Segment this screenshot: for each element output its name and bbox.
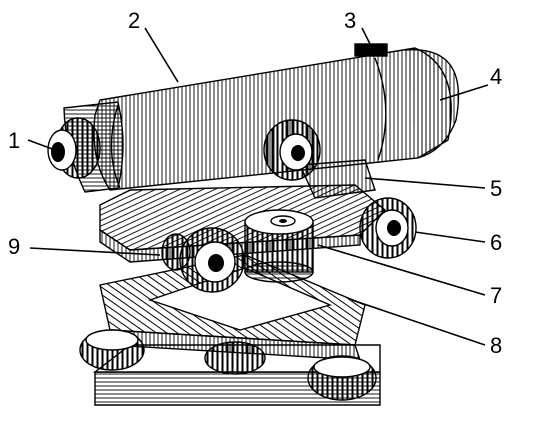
- callout-1: 1: [8, 128, 20, 153]
- callout-4: 4: [490, 64, 502, 89]
- foot-screw-back: [204, 341, 266, 375]
- gun-sight: [354, 43, 388, 57]
- callout-3: 3: [344, 8, 356, 33]
- clamp-screw: [161, 227, 245, 293]
- telescope-tube: [63, 47, 452, 193]
- focusing-knob: [263, 119, 321, 181]
- callout-9: 9: [8, 234, 20, 259]
- callout-labels: 1 2 3 4 5 6 7 8 9: [8, 8, 502, 358]
- eyepiece: [47, 117, 101, 179]
- circular-level: [244, 209, 314, 283]
- foot-screw-right: [307, 355, 377, 401]
- callout-6: 6: [490, 230, 502, 255]
- callout-5: 5: [490, 176, 502, 201]
- callout-2: 2: [128, 8, 140, 33]
- leader-lines: [27, 27, 489, 346]
- callout-8: 8: [490, 333, 502, 358]
- objective-lens-end: [404, 49, 460, 159]
- callout-7: 7: [490, 283, 502, 308]
- slow-motion-screw: [359, 197, 417, 259]
- foot-screw-left: [79, 329, 145, 371]
